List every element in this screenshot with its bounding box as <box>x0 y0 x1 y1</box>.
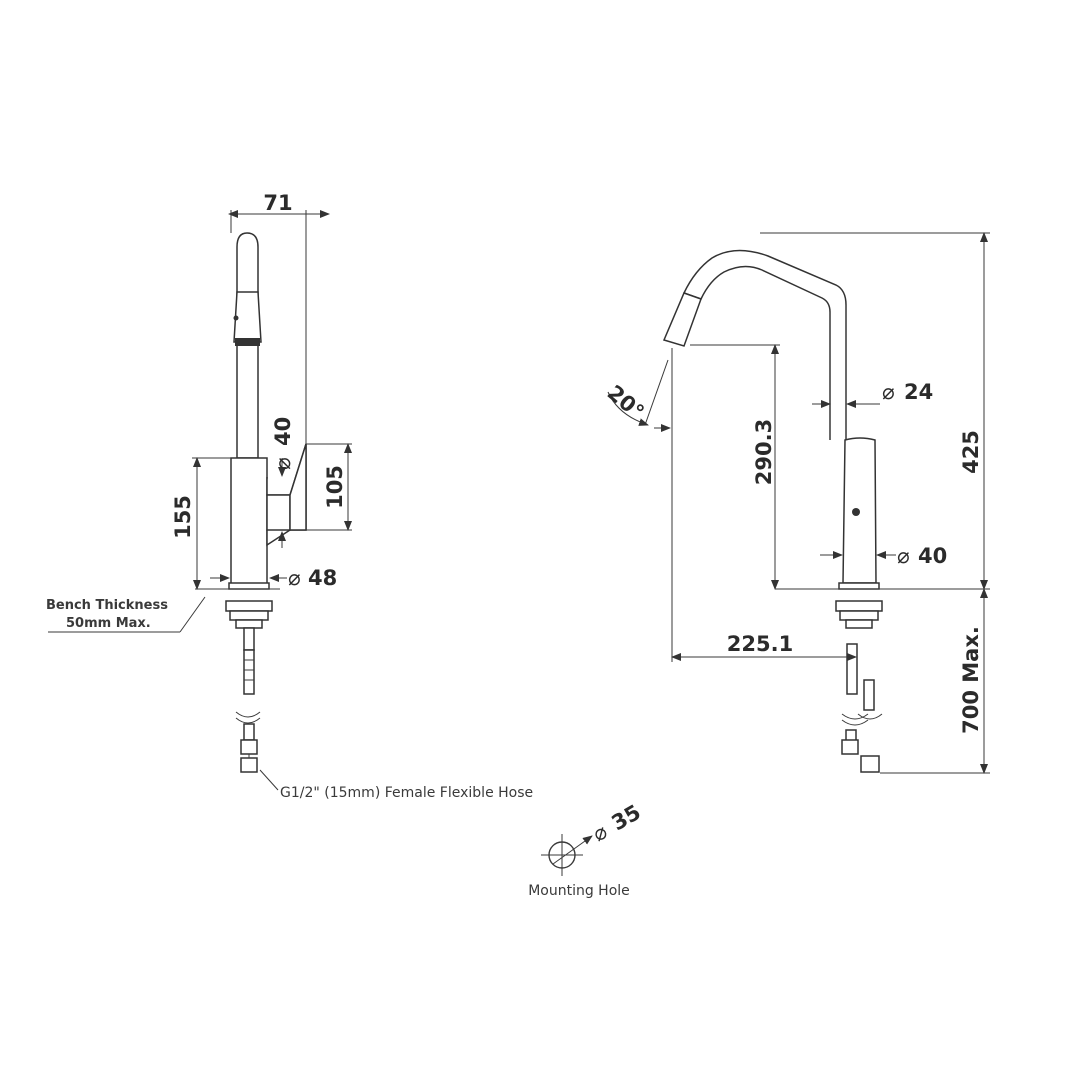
front-view: 20° 290.3 ⌀ 24 ⌀ 40 425 700 Max. 225.1 <box>603 232 990 774</box>
mounting-hole-label: Mounting Hole <box>528 883 630 899</box>
side-view: 71 155 105 ⌀ 40 ⌀ 48 Bench Thickness 50m… <box>46 191 533 801</box>
side-lever-diameter-label: 40 <box>271 417 295 446</box>
side-base-diameter-symbol: ⌀ <box>288 566 301 590</box>
hose-note: G1/2" (15mm) Female Flexible Hose <box>280 785 533 801</box>
side-lever-diameter-symbol: ⌀ <box>271 457 295 470</box>
body-diameter-symbol: ⌀ <box>897 544 910 568</box>
angle-label: 20° <box>603 380 649 424</box>
side-spray-outlet <box>235 338 260 346</box>
front-button <box>852 508 860 516</box>
mounting-diameter-label: 35 <box>608 800 645 835</box>
spout-diameter-symbol: ⌀ <box>882 380 895 404</box>
side-button <box>233 315 239 321</box>
bench-note-line2: 50mm Max. <box>66 616 151 631</box>
spout-height-label: 290.3 <box>752 419 776 485</box>
total-height-label: 425 <box>959 430 983 474</box>
side-spray-head <box>233 291 262 343</box>
reach-label: 225.1 <box>727 632 793 656</box>
mounting-hole: ⌀ 35 Mounting Hole <box>528 800 645 899</box>
side-width-label: 71 <box>263 191 292 215</box>
body-diameter-label: 40 <box>918 544 947 568</box>
hose-length-label: 700 Max. <box>959 626 983 734</box>
bench-note-line1: Bench Thickness <box>46 598 168 613</box>
spout-diameter-label: 24 <box>904 380 933 404</box>
side-lever-height-label: 105 <box>323 465 347 509</box>
side-base-diameter-label: 48 <box>308 566 337 590</box>
side-body-height-label: 155 <box>171 495 195 539</box>
side-body <box>230 457 268 586</box>
front-spray-head <box>662 292 702 347</box>
mounting-diameter-symbol: ⌀ <box>589 819 612 846</box>
